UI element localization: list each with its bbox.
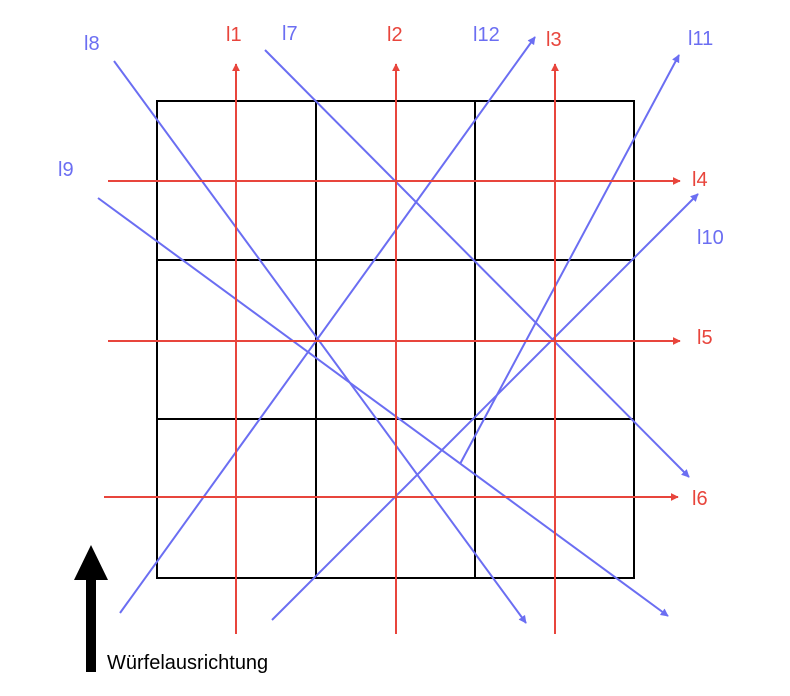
label-l2: l2	[387, 24, 403, 46]
label-l11: l11	[688, 28, 713, 50]
label-l12: l12	[473, 24, 500, 46]
label-l1: l1	[226, 24, 242, 46]
line-l12	[119, 36, 536, 614]
label-l4: l4	[692, 169, 708, 191]
label-l5: l5	[697, 327, 713, 349]
line-labels: l1 l2 l3 l4 l5 l6 l7 l8 l9 l10 l11 l12	[58, 23, 724, 510]
diagonal-lines	[97, 36, 699, 624]
label-l8: l8	[84, 33, 100, 55]
up-arrow-icon	[74, 545, 108, 672]
line-l11	[459, 54, 680, 465]
orientation-indicator: Würfelausrichtung	[74, 545, 268, 674]
label-l6: l6	[692, 488, 708, 510]
line-l10	[271, 193, 699, 621]
orientation-label: Würfelausrichtung	[107, 652, 268, 674]
orthogonal-lines	[104, 63, 681, 634]
label-l9: l9	[58, 159, 74, 181]
line-l7	[264, 49, 690, 478]
label-l7: l7	[282, 23, 298, 45]
label-l10: l10	[697, 227, 724, 249]
label-l3: l3	[546, 29, 562, 51]
line-l9	[97, 197, 669, 617]
